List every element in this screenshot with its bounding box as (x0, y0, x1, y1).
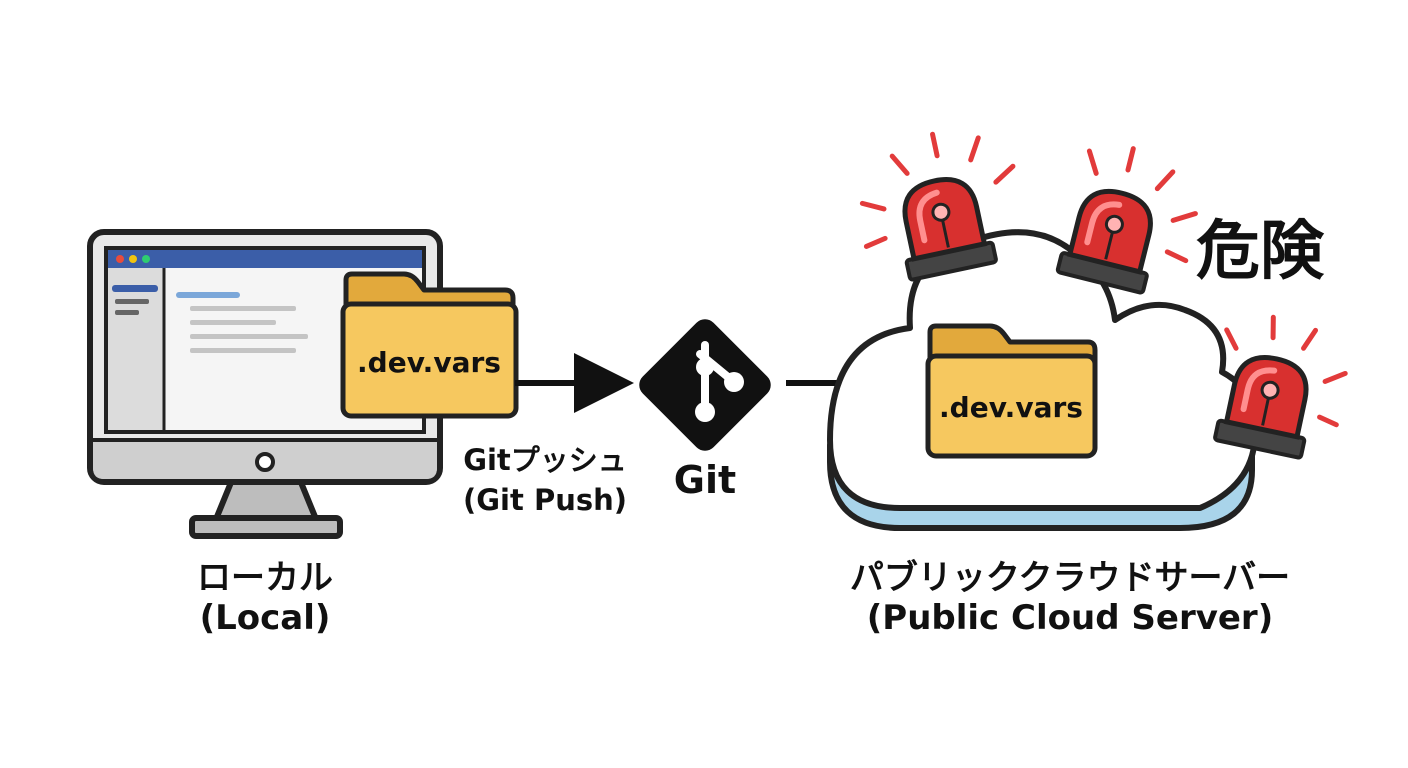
local-label: ローカル (Local) (197, 558, 333, 638)
git-logo-icon (639, 319, 771, 451)
git-label: Git (673, 458, 737, 502)
siren-icon (1055, 146, 1198, 295)
cloud-label-jp: パブリッククラウドサーバー (849, 558, 1291, 598)
siren-icon (859, 131, 1016, 282)
local-folder-filename: .dev.vars (357, 346, 501, 379)
cloud-label-en: (Public Cloud Server) (866, 598, 1274, 638)
push-label-en: (Git Push) (462, 483, 628, 517)
siren-icon (1213, 314, 1348, 460)
cloud-folder-filename: .dev.vars (939, 391, 1083, 424)
danger-label: 危険 (1196, 215, 1324, 289)
push-label-jp: Gitプッシュ (463, 443, 627, 477)
cloud-folder-icon: .dev.vars (925, 323, 1098, 459)
local-label-en: (Local) (199, 598, 331, 638)
cloud-label: パブリッククラウドサーバー (Public Cloud Server) (850, 558, 1290, 638)
local-label-jp: ローカル (197, 558, 333, 598)
push-label: Gitプッシュ (Git Push) (463, 440, 627, 520)
local-folder-icon: .dev.vars (340, 271, 519, 419)
